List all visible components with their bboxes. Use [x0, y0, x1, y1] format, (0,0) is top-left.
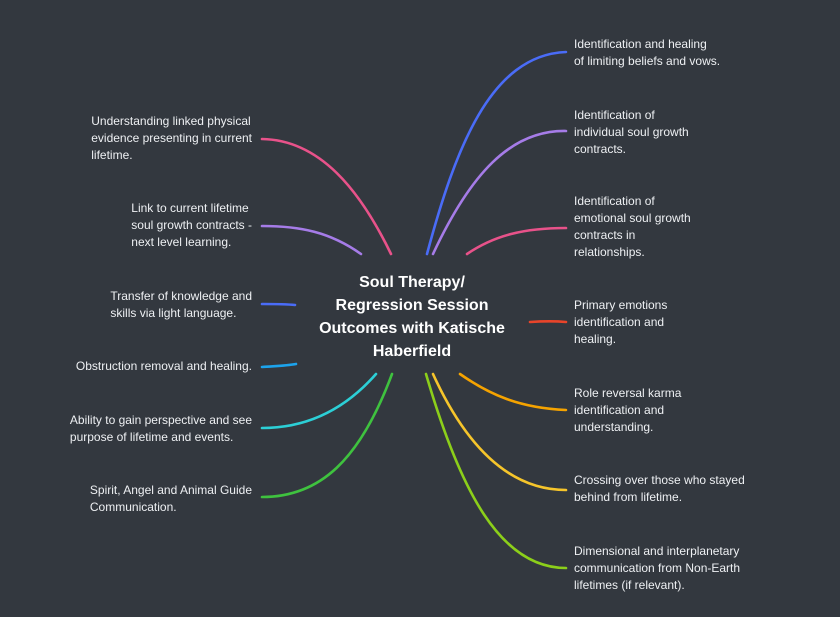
- topic-text-line: healing.: [574, 332, 617, 346]
- connector-right-4: [458, 372, 568, 412]
- topic-text-line: identification and: [574, 315, 665, 329]
- topic-text-line: lifetime.: [91, 148, 133, 162]
- topic-crossing-over[interactable]: Crossing over those who stayed behind fr…: [574, 472, 745, 506]
- topic-text-line: emotional soul growth: [574, 211, 691, 225]
- connector-left-2: [260, 302, 297, 307]
- topic-text-line: Primary emotions: [574, 298, 668, 312]
- central-topic-line: Outcomes with Katische: [319, 320, 505, 337]
- topic-role-reversal[interactable]: Role reversal karma identification and u…: [574, 385, 681, 436]
- topic-text-line: lifetimes (if relevant).: [574, 578, 685, 592]
- topic-text-line: next level learning.: [131, 235, 232, 249]
- topic-gain-perspective[interactable]: Ability to gain perspective and see purp…: [70, 412, 252, 446]
- topic-text-line: Dimensional and interplanetary: [574, 544, 740, 558]
- connector-left-5: [260, 372, 394, 499]
- connector-right-5: [431, 372, 568, 492]
- central-topic[interactable]: Soul Therapy/ Regression Session Outcome…: [296, 271, 528, 363]
- topic-physical-evidence[interactable]: Understanding linked physical evidence p…: [91, 113, 252, 164]
- connector-left-3: [260, 362, 298, 369]
- topic-text-line: understanding.: [574, 420, 654, 434]
- topic-text-line: contracts in: [574, 228, 636, 242]
- topic-text-line: Transfer of knowledge and: [110, 289, 252, 303]
- connector-right-0: [425, 50, 568, 256]
- connector-left-0: [260, 137, 393, 256]
- topic-limiting-beliefs[interactable]: Identification and healing of limiting b…: [574, 36, 720, 70]
- topic-text-line: evidence presenting in current: [91, 131, 252, 145]
- connector-right-1: [431, 129, 568, 256]
- topic-primary-emotions[interactable]: Primary emotions identification and heal…: [574, 297, 667, 348]
- topic-text-line: Spirit, Angel and Animal Guide: [89, 483, 252, 497]
- central-topic-line: Haberfield: [372, 343, 452, 360]
- connector-left-1: [260, 224, 363, 256]
- topic-text-line: contracts.: [574, 142, 627, 156]
- topic-text-line: Understanding linked physical: [91, 114, 251, 128]
- topic-dimensional-communication[interactable]: Dimensional and interplanetary communica…: [574, 543, 740, 594]
- topic-text-line: individual soul growth: [574, 125, 689, 139]
- topic-emotional-contracts[interactable]: Identification of emotional soul growth …: [574, 193, 691, 261]
- topic-text-line: Role reversal karma: [574, 386, 682, 400]
- topic-text-line: Crossing over those who stayed: [574, 473, 745, 487]
- central-topic-line: Regression Session: [335, 297, 489, 314]
- topic-text-line: skills via light language.: [110, 306, 237, 320]
- topic-soul-growth-contracts[interactable]: Identification of individual soul growth…: [574, 107, 689, 158]
- topic-guide-communication[interactable]: Spirit, Angel and Animal Guide Communica…: [90, 482, 252, 516]
- topic-text-line: communication from Non-Earth: [574, 561, 741, 575]
- central-topic-line: Soul Therapy/: [359, 274, 465, 291]
- topic-text-line: of limiting beliefs and vows.: [574, 54, 721, 68]
- topic-text-line: Ability to gain perspective and see: [69, 413, 252, 427]
- topic-text-line: identification and: [574, 403, 665, 417]
- connector-right-6: [424, 372, 568, 570]
- topic-text-line: purpose of lifetime and events.: [69, 430, 234, 444]
- topic-text-line: Link to current lifetime: [131, 201, 249, 215]
- topic-text-line: Identification of: [574, 194, 655, 208]
- topic-text-line: Communication.: [89, 500, 177, 514]
- connector-left-4: [260, 372, 378, 430]
- topic-text-line: Obstruction removal and healing.: [75, 359, 252, 373]
- topic-text-line: soul growth contracts -: [131, 218, 252, 232]
- topic-text-line: behind from lifetime.: [574, 490, 683, 504]
- topic-next-level-learning[interactable]: Link to current lifetime soul growth con…: [131, 200, 252, 251]
- connector-right-3: [528, 319, 568, 324]
- topic-light-language[interactable]: Transfer of knowledge and skills via lig…: [110, 288, 252, 322]
- topic-obstruction-removal[interactable]: Obstruction removal and healing.: [76, 358, 252, 375]
- connector-right-2: [465, 226, 568, 256]
- topic-text-line: relationships.: [574, 245, 645, 259]
- topic-text-line: Identification and healing: [574, 37, 707, 51]
- topic-text-line: Identification of: [574, 108, 655, 122]
